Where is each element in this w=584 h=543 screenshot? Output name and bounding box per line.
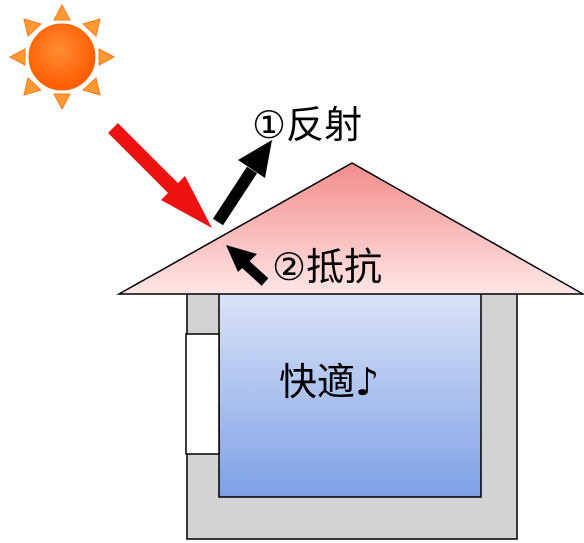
reflect-label: ①反射 (252, 103, 363, 147)
resist-label: ②抵抗 (272, 245, 383, 289)
sun-icon (8, 3, 116, 111)
comfort-label: 快適♪ (279, 360, 380, 404)
arrow-up-right-icon (212, 140, 272, 226)
arrow-down-right-icon (108, 123, 212, 228)
arrow-up-left-icon (226, 245, 269, 286)
window (185, 333, 220, 455)
